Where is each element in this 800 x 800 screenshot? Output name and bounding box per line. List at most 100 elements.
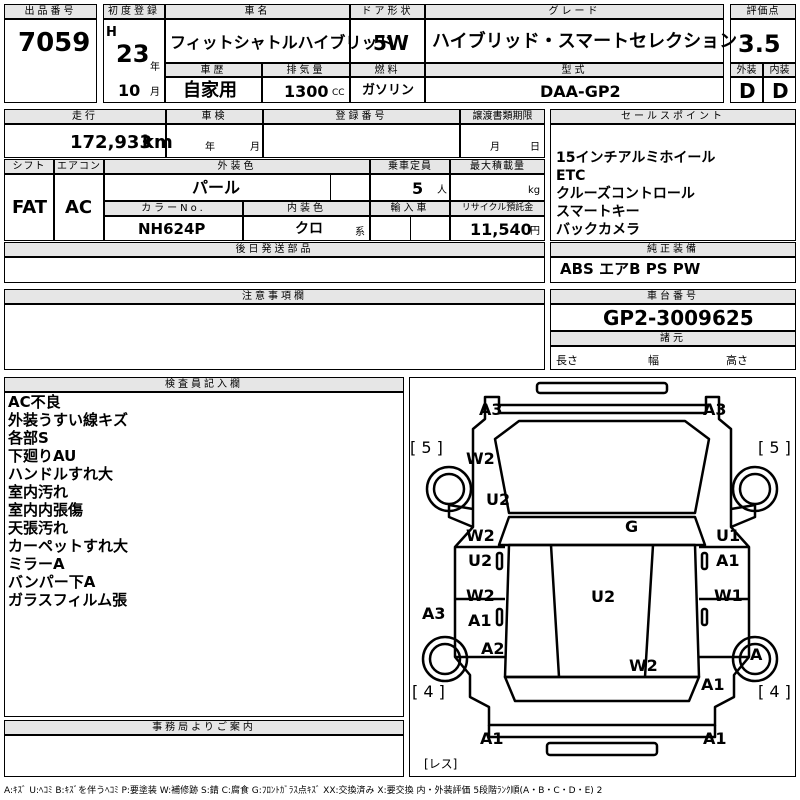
model-code: DAA-GP2 — [540, 82, 621, 101]
inspector-note: 外装うすい線キズ — [8, 411, 129, 429]
header-lot: 出品番号 — [4, 4, 97, 19]
inspector-note: 下廻りAU — [8, 447, 77, 465]
recycle-box — [450, 216, 545, 241]
header-car-name: 車名 — [165, 4, 350, 19]
displacement-box — [262, 77, 350, 103]
mileage-box — [4, 124, 166, 158]
header-transfer: 譲渡書類期限 — [460, 109, 545, 124]
header-recycle: リサイクル預託金 — [450, 201, 545, 216]
tire-front-right: [ 5 ] — [758, 438, 791, 457]
color-no: NH624P — [138, 220, 206, 238]
transfer-month-unit: 月 — [490, 142, 500, 153]
spec-height: 高さ — [726, 354, 748, 367]
options-box — [550, 257, 796, 283]
chassis-no-box — [550, 304, 796, 331]
inspection-box — [166, 124, 263, 158]
fuel-box — [350, 77, 425, 103]
interior-box — [763, 77, 796, 103]
chassis-no: GP2-3009625 — [603, 306, 754, 330]
km-unit: km — [142, 132, 173, 153]
door-type: 5W — [373, 31, 409, 55]
specs-box — [550, 346, 796, 370]
exterior-grade: D — [739, 79, 756, 103]
inspector-notes-box — [4, 392, 404, 717]
inspector-note: ハンドルすれ大 — [8, 465, 114, 483]
tire-rear-left: [ 4 ] — [412, 682, 445, 701]
dmg-front-right: A3 — [703, 400, 727, 419]
score: 3.5 — [738, 30, 781, 58]
capacity: 5 — [412, 179, 424, 198]
tire-rear-right: [ 4 ] — [758, 682, 791, 701]
header-interior: 内装 — [763, 63, 796, 77]
dmg-roof: G — [625, 517, 639, 536]
inspector-note: ミラーA — [8, 555, 65, 573]
kg-unit: kg — [528, 185, 541, 196]
import-divider — [410, 216, 411, 241]
dmg-door-rear-left-2: A1 — [468, 611, 492, 630]
header-fuel: 燃料 — [350, 63, 425, 77]
inspector-note: ガラスフィルム張 — [8, 591, 128, 609]
displacement: 1300 — [284, 82, 329, 101]
inspector-note: AC不良 — [8, 393, 61, 411]
aircon: AC — [65, 197, 93, 218]
ext-color: パール — [192, 178, 241, 197]
header-reg-no: 登録番号 — [263, 109, 460, 124]
score-box — [730, 19, 796, 63]
recycle: 11,540 — [470, 220, 532, 239]
header-specs: 諸元 — [550, 331, 796, 346]
history: 自家用 — [183, 80, 237, 101]
capacity-box — [370, 174, 450, 201]
dmg-bumper-right: A1 — [703, 729, 727, 748]
dmg-roof-2: U2 — [591, 587, 616, 606]
lot-box — [4, 19, 97, 103]
header-later-parts: 後日発送部品 — [4, 242, 545, 257]
header-caution: 注意事項欄 — [4, 289, 545, 304]
sales-point: ETC — [556, 168, 586, 184]
header-color-no: カラーNo. — [104, 201, 243, 216]
max-load-box — [450, 174, 545, 201]
mileage: 172,933 — [70, 132, 152, 153]
legend-footer: A:ｷｽﾞ U:ﾍｺﾐ B:ｷｽﾞを伴うﾍｺﾐ P:要塗装 W:補修跡 S:錆 … — [4, 786, 603, 796]
history-box — [165, 77, 262, 103]
office-notes-box — [4, 735, 404, 777]
yen-unit: 円 — [530, 226, 540, 237]
dmg-door-front-right-2: A1 — [716, 551, 740, 570]
header-options: 純正装備 — [550, 242, 796, 257]
header-aircon: エアコン — [54, 159, 104, 174]
dmg-door-front-left: W2 — [466, 526, 495, 545]
shift-box — [4, 174, 54, 241]
dmg-door-rear-right: W1 — [714, 586, 743, 605]
spec-length: 長さ — [556, 354, 578, 367]
header-ext-color: 外装色 — [104, 159, 370, 174]
spec-width: 幅 — [648, 354, 659, 367]
reg-no-box — [263, 124, 460, 158]
header-exterior: 外装 — [730, 63, 763, 77]
sales-points-list: 15インチアルミホイール ETC クルーズコントロール スマートキー バックカメ… — [556, 149, 715, 239]
grade-box — [425, 19, 724, 63]
header-door: ドア形状 — [350, 4, 425, 19]
exterior-box — [730, 77, 763, 103]
options: ABS エアB PS PW — [560, 260, 701, 278]
sales-point: スマートキー — [556, 204, 640, 220]
int-color-box — [243, 216, 370, 241]
inspector-note: バンパー下A — [8, 573, 96, 591]
cc-unit: CC — [332, 88, 345, 98]
person-unit: 人 — [437, 185, 447, 196]
header-int-color: 内装色 — [243, 201, 370, 216]
first-reg-box — [103, 19, 165, 103]
dmg-rear-corner-right: A1 — [701, 675, 725, 694]
header-max-load: 最大積載量 — [450, 159, 545, 174]
transfer-day-unit: 日 — [530, 142, 540, 153]
tire-front-left: [ 5 ] — [410, 438, 443, 457]
color-no-box — [104, 216, 243, 241]
first-reg-year: 23 — [116, 40, 150, 68]
dmg-door-front-left-2: U2 — [468, 551, 493, 570]
header-mileage: 走行 — [4, 109, 166, 124]
sales-point: 15インチアルミホイール — [556, 150, 716, 166]
dmg-trunk: W2 — [629, 656, 658, 675]
later-parts-box — [4, 257, 545, 283]
insp-month-unit: 月 — [250, 142, 260, 153]
dmg-fender-left: W2 — [466, 449, 495, 468]
spare-tire-less: [レス] — [424, 757, 458, 771]
header-office-notes: 事務局よりご案内 — [4, 720, 404, 735]
